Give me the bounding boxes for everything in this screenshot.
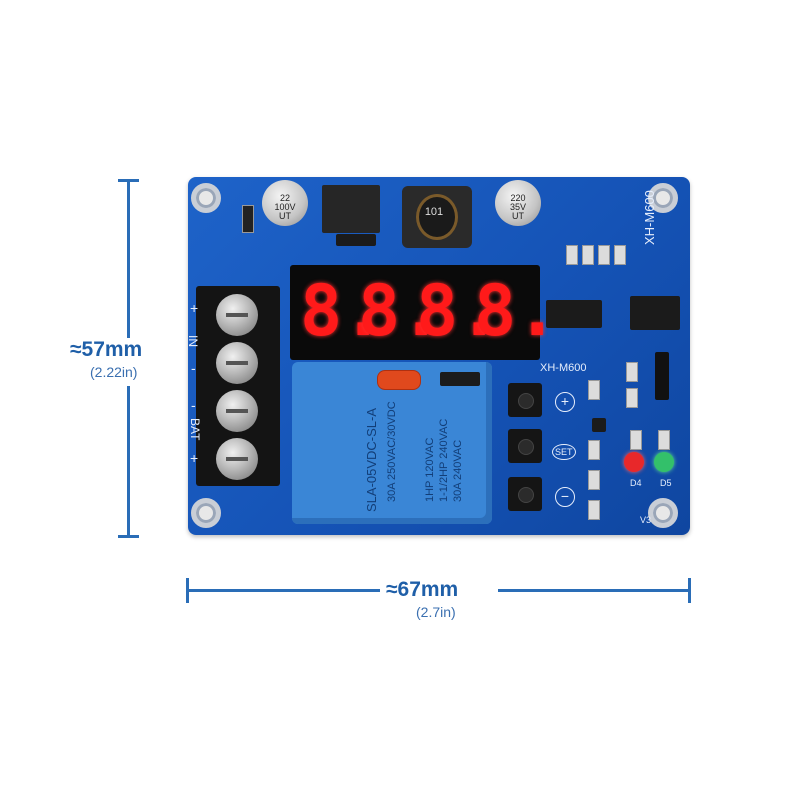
smd-resistor-6 [626, 388, 638, 408]
smd-resistor-7 [588, 380, 600, 400]
led-red [624, 452, 644, 472]
led-red-label: D4 [630, 478, 642, 488]
smd-resistor-3 [598, 245, 610, 265]
model-label: XH-M600 [540, 362, 587, 374]
plus-button[interactable] [508, 383, 542, 417]
smd-resistor-1 [566, 245, 578, 265]
capacitor-1-label: 22 100V UT [274, 193, 296, 221]
model-label-vertical: XH-M600 [642, 190, 657, 245]
terminal-block [196, 286, 280, 486]
display-digit-1: 8. [300, 270, 385, 352]
inductor-label: 101 [424, 206, 444, 218]
height-in-label: (2.22in) [90, 364, 138, 380]
relay-line-5: 30A 240VAC [452, 439, 464, 502]
bat-minus-label: - [191, 397, 196, 413]
set-button[interactable] [508, 429, 542, 463]
display-digit-4: 8. [474, 270, 559, 352]
smd-resistor-12 [658, 430, 670, 450]
fuse-component [377, 370, 421, 390]
diode-d1 [242, 205, 254, 233]
capacitor-2-label: 220 35V UT [509, 193, 526, 221]
width-dimension-left-tick [186, 578, 189, 603]
in-minus-label: - [191, 360, 196, 376]
plus-button-label: + [555, 392, 575, 412]
width-label-box: ≈67mm (2.7in) [380, 576, 498, 624]
smd-resistor-2 [582, 245, 594, 265]
regulator-chip [322, 185, 380, 233]
relay-line-3: 1HP 120VAC [424, 437, 436, 502]
version-label: V3 [640, 515, 652, 525]
relay-line-4: 1-1/2HP 240VAC [438, 418, 450, 502]
mount-hole-bottom-right [648, 498, 678, 528]
display-digit-3: 8. [416, 270, 501, 352]
mount-hole-top-left [191, 183, 221, 213]
width-in-label: (2.7in) [416, 604, 456, 620]
capacitor-2: 220 35V UT [495, 180, 541, 226]
height-dimension-bottom-tick [118, 535, 139, 538]
smd-resistor-8 [588, 440, 600, 460]
width-mm-label: ≈67mm [386, 578, 459, 601]
terminal-screw-4[interactable] [216, 438, 258, 480]
smd-resistor-5 [626, 362, 638, 382]
led-green [654, 452, 674, 472]
height-mm-label: ≈57mm [70, 338, 143, 361]
diode-smd [336, 234, 376, 246]
smd-resistor-10 [588, 500, 600, 520]
ic-chip-2 [630, 296, 680, 330]
minus-button-label: − [555, 487, 575, 507]
height-label-box: ≈57mm (2.22in) [70, 338, 188, 386]
mount-hole-bottom-left [191, 498, 221, 528]
terminal-screw-1[interactable] [216, 294, 258, 336]
bat-label: BAT [188, 418, 202, 441]
capacitor-1: 22 100V UT [262, 180, 308, 226]
in-label: IN [186, 335, 200, 347]
pin-header [655, 352, 669, 400]
inductor: 101 [402, 186, 472, 248]
terminal-screw-2[interactable] [216, 342, 258, 384]
transistor [592, 418, 606, 432]
relay-line-1: SLA-05VDC-SL-A [364, 407, 379, 512]
height-dimension-top-tick [118, 179, 139, 182]
mount-hole-top-right [648, 183, 678, 213]
bat-plus-label: + [190, 450, 199, 466]
smd-resistor-4 [614, 245, 626, 265]
set-button-label: SET [552, 444, 576, 460]
smd-resistor-11 [630, 430, 642, 450]
seven-segment-display: 8. 8. 8. 8. [290, 265, 559, 360]
inductor-core [416, 194, 458, 240]
width-dimension-right-tick [688, 578, 691, 603]
smd-resistor-9 [588, 470, 600, 490]
diode-smd-2 [440, 372, 480, 386]
in-plus-label: + [190, 300, 199, 316]
terminal-screw-3[interactable] [216, 390, 258, 432]
minus-button[interactable] [508, 477, 542, 511]
display-digit-2: 8. [358, 270, 443, 352]
ic-chip-1 [546, 300, 602, 328]
relay-line-2: 30A 250VAC/30VDC [386, 401, 398, 502]
led-green-label: D5 [660, 478, 672, 488]
